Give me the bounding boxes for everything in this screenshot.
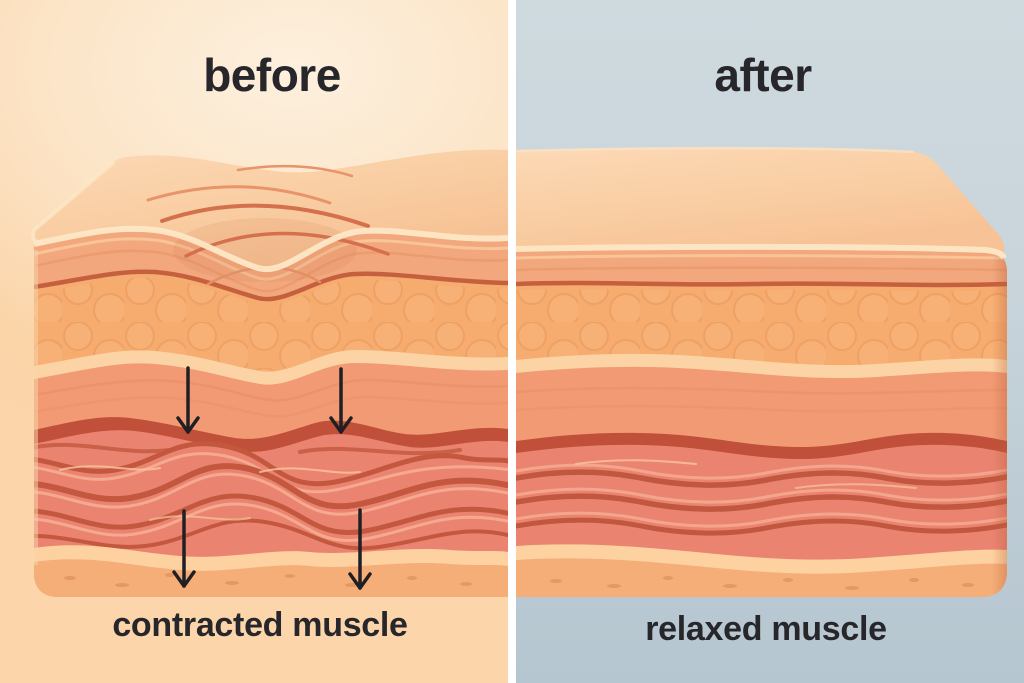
subcutaneous-bottom-layer: [516, 558, 1007, 597]
contraction-arrows: [172, 366, 372, 590]
epidermis-dermis-junction-line: [34, 269, 508, 302]
down-arrow-icon: [176, 366, 200, 434]
down-arrow-icon: [348, 508, 372, 590]
down-arrow-icon: [329, 367, 353, 434]
down-arrow-icon: [172, 509, 196, 588]
skin-cross-section-before: [31, 149, 508, 597]
before-caption: contracted muscle: [112, 606, 408, 644]
before-title: before: [203, 49, 341, 101]
after-caption: relaxed muscle: [645, 610, 887, 648]
panel-divider: [508, 0, 516, 683]
after-panel: after relaxed muscle: [516, 0, 1024, 683]
after-title: after: [714, 49, 812, 101]
skin-top-face-wrinkled: [31, 149, 508, 286]
before-panel: before contracted muscle: [0, 0, 508, 683]
subcutaneous-bottom-layer: [34, 559, 508, 597]
skin-top-face-smooth: [516, 146, 1007, 260]
skin-cross-section-after: [516, 146, 1007, 597]
epidermis-dermis-junction-line: [516, 280, 1007, 288]
